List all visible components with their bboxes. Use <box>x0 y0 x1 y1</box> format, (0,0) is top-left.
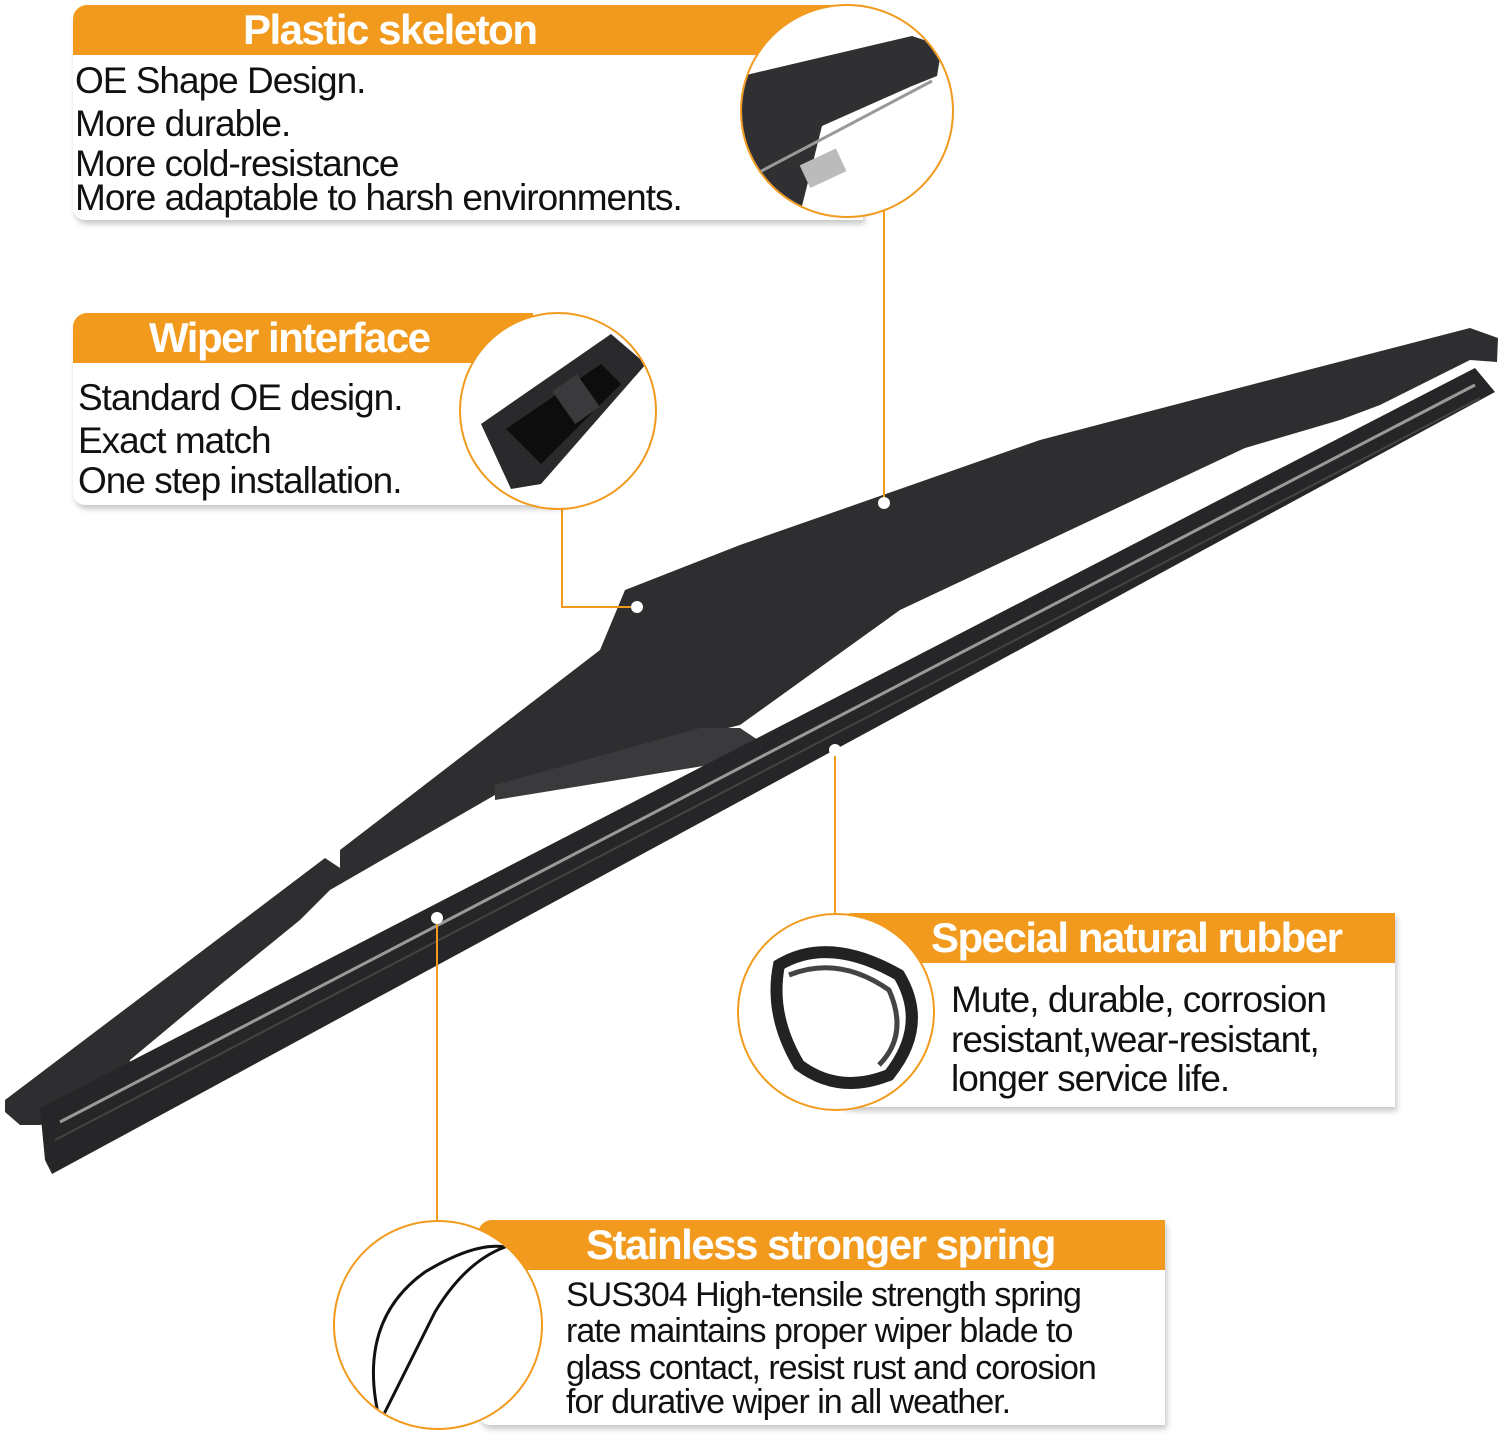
spring-strip <box>59 383 1476 1124</box>
feature-wiper-interface: Wiper interface Standard OE design. Exac… <box>73 313 563 505</box>
text-line: glass contact, resist rust and corosion <box>566 1349 1097 1387</box>
text-line: SUS304 High-tensile strength spring <box>566 1276 1082 1314</box>
leader-dots <box>431 497 890 924</box>
text-line: rate maintains proper wiper blade to <box>566 1312 1073 1350</box>
natural-rubber-closeup <box>737 913 935 1111</box>
text-line: One step installation. <box>78 460 403 501</box>
feature-description: Mute, durable, corrosion resistant,wear-… <box>951 979 1327 1099</box>
connector-closeup-icon <box>481 334 646 489</box>
wiper-interface-closeup <box>459 312 657 510</box>
wiper-arm-bridge <box>495 728 770 800</box>
text-line: OE Shape Design. <box>75 60 366 101</box>
text-line: for durative wiper in all weather. <box>566 1383 1011 1421</box>
text-line: More durable. <box>75 103 291 144</box>
text-line: Exact match <box>78 420 272 461</box>
stainless-spring-closeup <box>333 1220 543 1430</box>
feature-title: Stainless stronger spring <box>478 1220 1165 1270</box>
frame-closeup-icon <box>742 36 942 216</box>
blade-groove <box>54 397 1481 1141</box>
rubber-coil-icon <box>770 946 918 1089</box>
feature-title: Wiper interface <box>73 313 533 363</box>
feature-stainless-spring: Stainless stronger spring SUS304 High-te… <box>478 1220 1165 1425</box>
feature-plastic-skeleton: Plastic skeleton OE Shape Design. More d… <box>73 5 863 220</box>
wiper-frame <box>5 328 1498 1125</box>
plastic-skeleton-closeup <box>740 4 954 218</box>
feature-description: OE Shape Design. More durable. More cold… <box>75 60 683 218</box>
feature-description: SUS304 High-tensile strength spring rate… <box>566 1276 1097 1421</box>
spring-wire-icon <box>371 1244 511 1423</box>
feature-title: Plastic skeleton <box>73 5 863 55</box>
text-line: longer service life. <box>951 1058 1230 1099</box>
feature-description: Standard OE design. Exact match One step… <box>78 379 403 499</box>
text-line: More cold-resistance <box>75 143 399 184</box>
feature-title: Special natural rubber <box>838 913 1395 963</box>
text-line: resistant,wear-resistant, <box>951 1019 1320 1060</box>
wiper-rubber-blade <box>40 368 1495 1174</box>
leader-lines <box>436 210 885 1222</box>
text-line: More adaptable to harsh environments. <box>75 177 683 218</box>
text-line: Mute, durable, corrosion <box>951 979 1327 1020</box>
text-line: Standard OE design. <box>78 377 403 418</box>
